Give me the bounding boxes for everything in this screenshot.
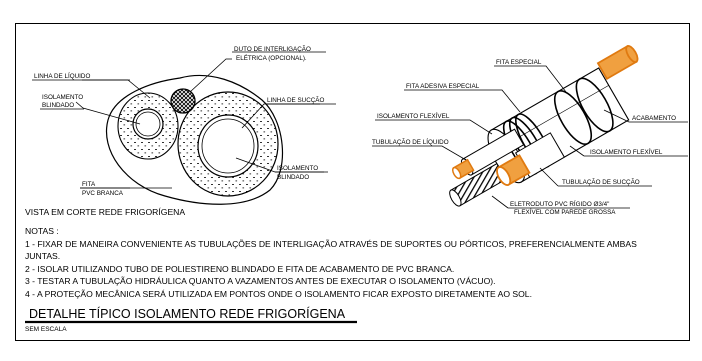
label-fita-1: FITA bbox=[82, 181, 96, 188]
label-eletroduto-2: FLEXÍVEL COM PAREDE GROSSA bbox=[514, 207, 616, 216]
label-isolamento-left-2: BLINDADO bbox=[42, 102, 74, 109]
label-duto-line1: DUTO DE INTERLIGAÇÃO bbox=[234, 44, 311, 53]
label-eletroduto-1: ELETRODUTO PVC RÍGIDO Ø3/4" bbox=[510, 199, 609, 208]
label-isolamento-right-2: BLINDADO bbox=[277, 174, 309, 181]
label-acabamento: ACABAMENTO bbox=[632, 115, 676, 122]
label-tubulacao-liquido: TUBULAÇÃO DE LÍQUIDO bbox=[372, 137, 449, 146]
note-line: JUNTAS. bbox=[25, 251, 60, 261]
pipe-far-end bbox=[596, 44, 639, 81]
label-isolamento-flexivel-right: ISOLAMENTO FLEXÍVEL bbox=[590, 147, 663, 156]
suction-pipe bbox=[496, 132, 566, 186]
label-isolamento-left-1: ISOLAMENTO bbox=[42, 94, 83, 101]
label-linha-liquido: LINHA DE LÍQUIDO bbox=[34, 71, 90, 80]
isometric-view: FITA ESPECIAL FITA ADESIVA ESPECIAL ISOL… bbox=[372, 44, 688, 216]
drawing-frame bbox=[15, 23, 690, 341]
notes-block: NOTAS : 1 - FIXAR DE MANEIRA CONVENIENTE… bbox=[25, 226, 637, 299]
detail-title: DETALHE TÍPICO ISOLAMENTO REDE FRIGORÍGE… bbox=[29, 306, 346, 321]
liquid-pipe bbox=[451, 128, 525, 180]
notes-heading: NOTAS : bbox=[25, 226, 59, 236]
label-fita-2: PVC BRANCA bbox=[82, 190, 124, 197]
note-line: 3 - TESTAR A TUBULAÇÃO HIDRÁULICA QUANTO… bbox=[25, 276, 496, 286]
label-linha-succao: LINHA DE SUCÇÃO bbox=[267, 95, 324, 104]
label-fita-adesiva: FITA ADESIVA ESPECIAL bbox=[406, 83, 480, 90]
cross-section-view: DUTO DE INTERLIGAÇÃO ELÉTRICA (OPCIONAL)… bbox=[25, 44, 336, 217]
label-isolamento-flexivel-left: ISOLAMENTO FLEXÍVEL bbox=[377, 111, 450, 120]
liquid-line-pipe bbox=[132, 108, 164, 140]
title-block: DETALHE TÍPICO ISOLAMENTO REDE FRIGORÍGE… bbox=[25, 306, 357, 333]
note-line: 2 - ISOLAR UTILIZANDO TUBO DE POLIESTIRE… bbox=[25, 264, 454, 274]
scale-note: SEM ESCALA bbox=[25, 326, 67, 333]
label-tubulacao-succao: TUBULAÇÃO DE SUCÇÃO bbox=[562, 177, 640, 186]
label-duto-line2: ELÉTRICA (OPCIONAL). bbox=[236, 53, 307, 62]
note-line: 4 - A PROTEÇÃO MECÂNICA SERÁ UTILIZADA E… bbox=[25, 289, 532, 299]
view-caption: VISTA EM CORTE REDE FRIGORÍGENA bbox=[25, 207, 185, 217]
label-fita-especial: FITA ESPECIAL bbox=[496, 59, 542, 66]
label-isolamento-right-1: ISOLAMENTO bbox=[277, 165, 318, 172]
note-line: 1 - FIXAR DE MANEIRA CONVENIENTE AS TUBU… bbox=[25, 239, 637, 249]
electrical-duct bbox=[170, 88, 196, 114]
suction-line-pipe bbox=[197, 114, 259, 178]
